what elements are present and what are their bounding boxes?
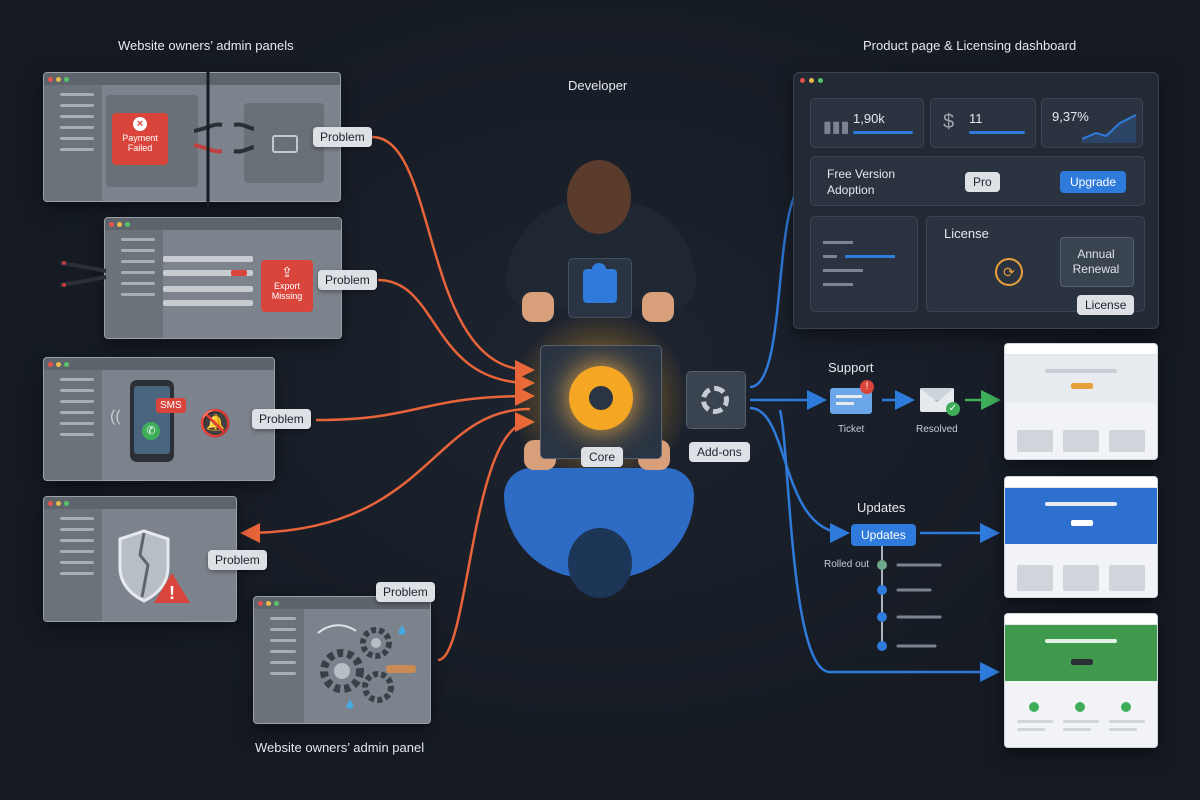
stat-card-conversion: 9,37%	[1041, 98, 1143, 148]
ticket-icon: !	[830, 380, 874, 414]
bar-chart-icon: ▮▮▮	[823, 119, 850, 136]
cut-cables-icon	[60, 261, 107, 287]
ticket-label: Ticket	[838, 424, 865, 435]
free-version-card	[810, 216, 918, 312]
addons-card	[686, 371, 746, 429]
addon-gears-icon	[701, 386, 729, 414]
problem-tag-5: Problem	[376, 582, 435, 602]
vibration-icon: ((	[110, 408, 121, 425]
support-title: Support	[828, 360, 874, 375]
gears-leaking-icon	[317, 624, 416, 709]
license-badge: License	[1077, 295, 1135, 315]
muted-bell-icon: 🔕	[199, 408, 232, 438]
plugin-card	[568, 258, 632, 318]
phone-icon: ✆	[130, 380, 174, 462]
admin-panel-1: × Payment Failed	[43, 72, 341, 202]
core-label: Core	[581, 447, 624, 467]
upgrade-button[interactable]: Upgrade	[1060, 171, 1127, 193]
stat-card-installs: ▮▮▮ 1,90k	[810, 98, 924, 148]
site-preview-support	[1004, 343, 1158, 460]
wallet-card	[244, 103, 324, 183]
right-top-heading: Product page & Licensing dashboard	[863, 38, 1077, 53]
renewal-cycle-icon: ⟳	[995, 258, 1023, 286]
annual-renewal-box	[1060, 237, 1134, 287]
trend-line-icon	[1082, 114, 1137, 143]
resolved-label: Resolved	[916, 424, 958, 435]
addons-label: Add-ons	[689, 442, 750, 462]
developer-heading: Developer	[568, 78, 628, 93]
sms-badge: SMS	[156, 398, 186, 413]
broken-shield-icon: !	[118, 529, 190, 603]
wallet-icon	[272, 135, 298, 153]
updates-title: Updates	[857, 500, 906, 515]
site-preview-updates	[1004, 476, 1158, 598]
updates-button[interactable]: Updates	[851, 524, 916, 546]
export-missing-card: ⇪ Export Missing	[261, 260, 313, 312]
problem-tag-1: Problem	[313, 127, 372, 147]
rollout-timeline	[877, 545, 942, 651]
adoption-label: Free Version Adoption	[827, 167, 896, 197]
pro-label: Pro	[965, 172, 1000, 192]
site-preview-rollout	[1004, 613, 1158, 748]
core-gear-icon	[569, 366, 633, 430]
crack	[198, 64, 218, 214]
svg-text:!: !	[169, 583, 175, 603]
admin-panel-5	[253, 596, 431, 724]
rolled-out-label: Rolled out	[824, 559, 870, 570]
core-board	[540, 345, 662, 459]
problem-tag-3: Problem	[252, 409, 311, 429]
stat-card-revenue: $ 11	[930, 98, 1036, 148]
admin-panel-3: ✆ SMS (( 🔕	[43, 357, 275, 481]
dollar-icon: $	[943, 111, 955, 133]
admin-panel-2: ⇪ Export Missing	[104, 217, 342, 339]
annual-renewal-label: Annual Renewal	[1072, 247, 1120, 276]
upload-icon: ⇪	[281, 264, 293, 280]
error-x-icon: ×	[133, 117, 147, 131]
left-bottom-heading: Website owners’ admin panel	[255, 740, 425, 755]
problem-tag-2: Problem	[318, 270, 377, 290]
problem-wires	[240, 135, 535, 662]
admin-panel-4: !	[43, 496, 237, 622]
license-label: License	[944, 226, 989, 241]
left-top-heading: Website owners’ admin panels	[118, 38, 294, 53]
problem-tag-4: Problem	[208, 550, 267, 570]
resolved-mail-icon: ✓	[920, 388, 960, 416]
payment-failed-card: × Payment Failed	[112, 113, 168, 165]
